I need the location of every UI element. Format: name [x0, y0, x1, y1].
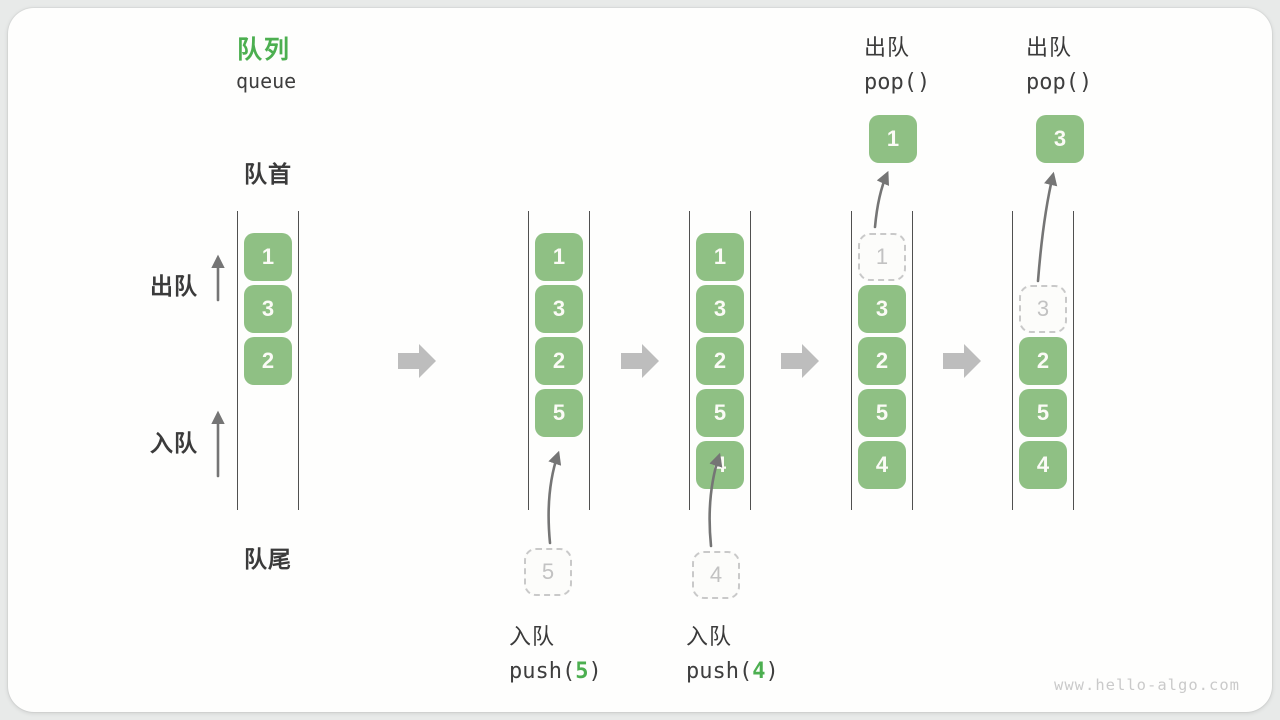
- pop-op-code: pop(): [1026, 70, 1093, 95]
- ghost-cell-3: 3: [1019, 285, 1067, 333]
- push-op-code: push(4): [686, 659, 779, 684]
- push-arg-value: 4: [752, 659, 766, 684]
- queue-channel-initial: [237, 211, 299, 510]
- queue-cell-2: 2: [244, 337, 292, 385]
- ghost-cell-1: 1: [858, 233, 906, 281]
- queue-cell-2: 2: [535, 337, 583, 385]
- pop-operation-label-2: 出队 pop(): [1026, 30, 1092, 95]
- push-op-code: push(5): [509, 659, 602, 684]
- queue-cell-4: 4: [696, 441, 744, 489]
- push-op-text: 入队: [686, 624, 733, 649]
- queue-cell-1: 1: [535, 233, 583, 281]
- staging-cell-4: 4: [692, 551, 740, 599]
- page-subtitle: queue: [236, 69, 297, 93]
- queue-cell-1: 1: [244, 233, 292, 281]
- queue-channel-after-push-4: [689, 211, 751, 510]
- queue-cell-2: 2: [858, 337, 906, 385]
- staging-cell-5: 5: [524, 548, 572, 596]
- queue-cell-5: 5: [535, 389, 583, 437]
- pop-op-text: 出队: [864, 35, 911, 60]
- watermark: www.hello-algo.com: [1054, 676, 1240, 694]
- queue-cell-5: 5: [696, 389, 744, 437]
- push-operation-label-2: 入队 push(4): [686, 619, 779, 684]
- queue-cell-5: 5: [1019, 389, 1067, 437]
- queue-channel-after-pop-3: [1012, 211, 1074, 510]
- queue-cell-3: 3: [244, 285, 292, 333]
- page-title: 队列: [237, 36, 292, 64]
- queue-cell-3: 3: [535, 285, 583, 333]
- dequeue-side-label: 出队: [150, 273, 198, 299]
- queue-channel-after-pop-1: [851, 211, 913, 510]
- queue-cell-2: 2: [696, 337, 744, 385]
- queue-cell-5: 5: [858, 389, 906, 437]
- queue-rear-label: 队尾: [244, 546, 292, 572]
- queue-front-label: 队首: [244, 161, 292, 187]
- queue-cell-4: 4: [858, 441, 906, 489]
- pop-operation-label-1: 出队 pop(): [864, 30, 930, 95]
- queue-cell-1: 1: [696, 233, 744, 281]
- queue-cell-4: 4: [1019, 441, 1067, 489]
- queue-channel-after-push-5: [528, 211, 590, 510]
- push-op-text: 入队: [509, 624, 556, 649]
- pop-op-code: pop(): [864, 70, 931, 95]
- queue-cell-2: 2: [1019, 337, 1067, 385]
- queue-cell-3: 3: [696, 285, 744, 333]
- enqueue-side-label: 入队: [150, 430, 198, 456]
- push-operation-label-1: 入队 push(5): [509, 619, 602, 684]
- pop-op-text: 出队: [1026, 35, 1073, 60]
- popped-cell-1: 1: [869, 115, 917, 163]
- push-arg-value: 5: [575, 659, 589, 684]
- popped-cell-3: 3: [1036, 115, 1084, 163]
- queue-cell-3: 3: [858, 285, 906, 333]
